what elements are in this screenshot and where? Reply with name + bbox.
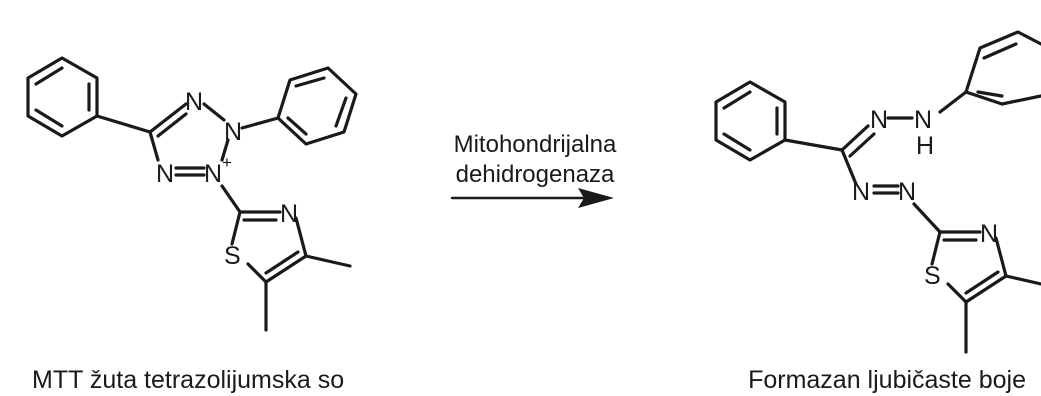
atom-n-thiazole-product: N [980,220,998,248]
formazan-structure: N N H N N N S [714,30,1041,354]
bond-phenyl-c5 [95,114,152,134]
bond-c-n-upper [840,124,870,152]
arrow-label-line1: Mitohondrijalna [454,131,617,158]
atom-n-lower-left: N [852,178,870,206]
atom-n-top: N [185,88,203,116]
bond-c-n-upper-double [848,132,876,158]
thiazole-ring-right [930,230,1041,354]
bond-nh-phenyl [938,90,968,114]
bond-n2-phenyl [240,116,280,130]
atom-n-plus: N [204,160,222,188]
reaction-arrow: Mitohondrijalna dehidrogenaza [450,131,617,208]
bond-n3-thiazole [220,184,242,214]
reactant-caption: MTT žuta tetrazolijumska so [32,366,344,394]
product-left-phenyl-ring [714,80,787,162]
tetrazolium-ring [148,102,230,177]
arrow-head-icon [578,188,614,208]
atom-n-upper: N [870,106,888,134]
atom-s-thiazole-product: S [924,262,941,290]
left-phenyl-ring [26,56,99,138]
atom-n-thiazole: N [280,200,298,228]
bond-c-n-lower [840,148,858,186]
arrow-label-line2: dehidrogenaza [456,161,615,188]
bond-phenyl-c [783,138,844,152]
atom-n-right: N [224,118,242,146]
bond-n-thiazole [912,202,942,234]
atom-s-thiazole: S [224,242,241,270]
atom-h: H [916,132,934,160]
charge-plus: + [222,153,232,172]
thiazole-ring-left [230,210,352,332]
product-caption: Formazan ljubičaste boje [748,366,1026,394]
right-phenyl-ring [276,66,358,146]
mtt-structure: N N N N + N S [26,56,358,332]
product-right-phenyl-ring [964,30,1041,106]
atom-n-h: N [914,106,932,134]
atom-n-lower-right: N [898,178,916,206]
atom-n-left: N [156,160,174,188]
